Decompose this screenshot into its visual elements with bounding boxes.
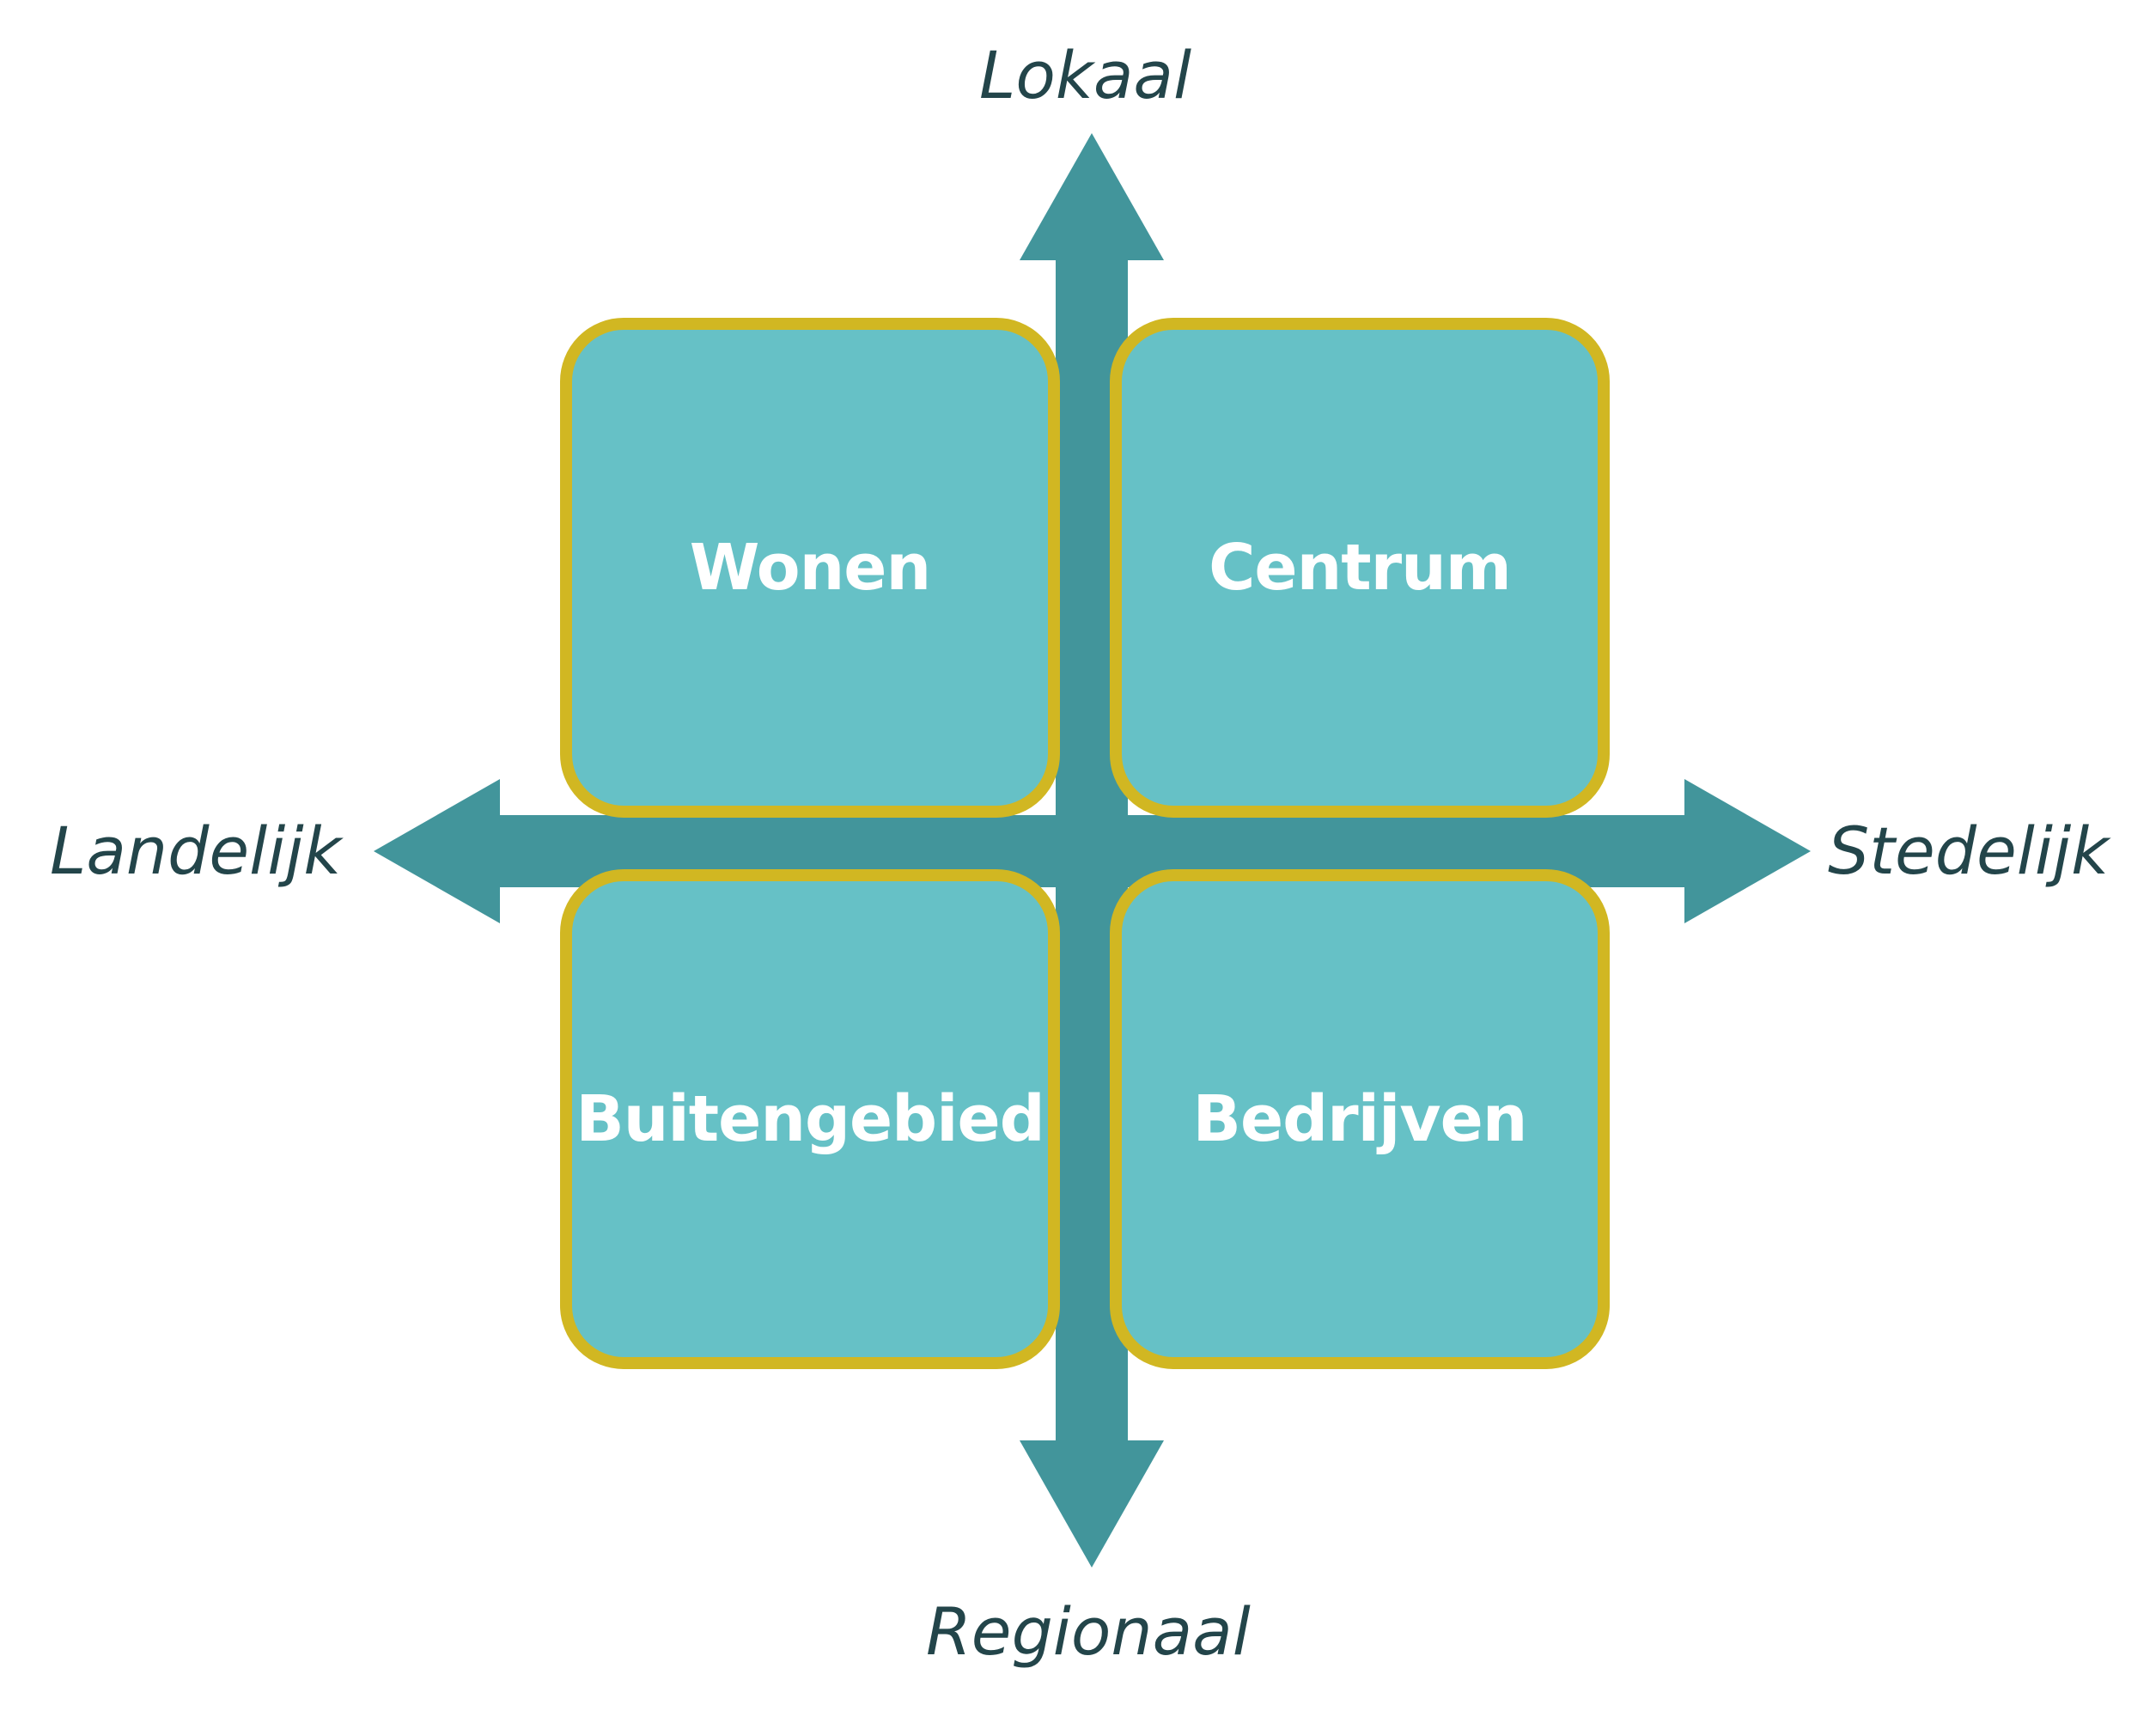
quadrant-wonen: Wonen	[560, 318, 1060, 818]
axis-label-top: Lokaal	[979, 37, 1192, 113]
quadrant-label: Centrum	[1209, 531, 1512, 605]
axis-label-bottom: Regionaal	[926, 1593, 1251, 1670]
quadrant-label: Buitengebied	[576, 1082, 1045, 1156]
arrow-down-icon	[1020, 1440, 1164, 1568]
quadrant-buitengebied: Buitengebied	[560, 869, 1060, 1369]
quadrant-bedrijven: Bedrijven	[1110, 869, 1610, 1369]
quadrant-label: Bedrijven	[1192, 1082, 1528, 1156]
quadrant-label: Wonen	[689, 531, 931, 605]
arrow-right-icon	[1684, 779, 1811, 923]
arrow-up-icon	[1020, 133, 1164, 260]
axis-label-right: Stedelijk	[1828, 813, 2110, 889]
axis-label-left: Landelijk	[50, 813, 342, 889]
arrow-left-icon	[374, 779, 500, 923]
quadrant-centrum: Centrum	[1110, 318, 1610, 818]
